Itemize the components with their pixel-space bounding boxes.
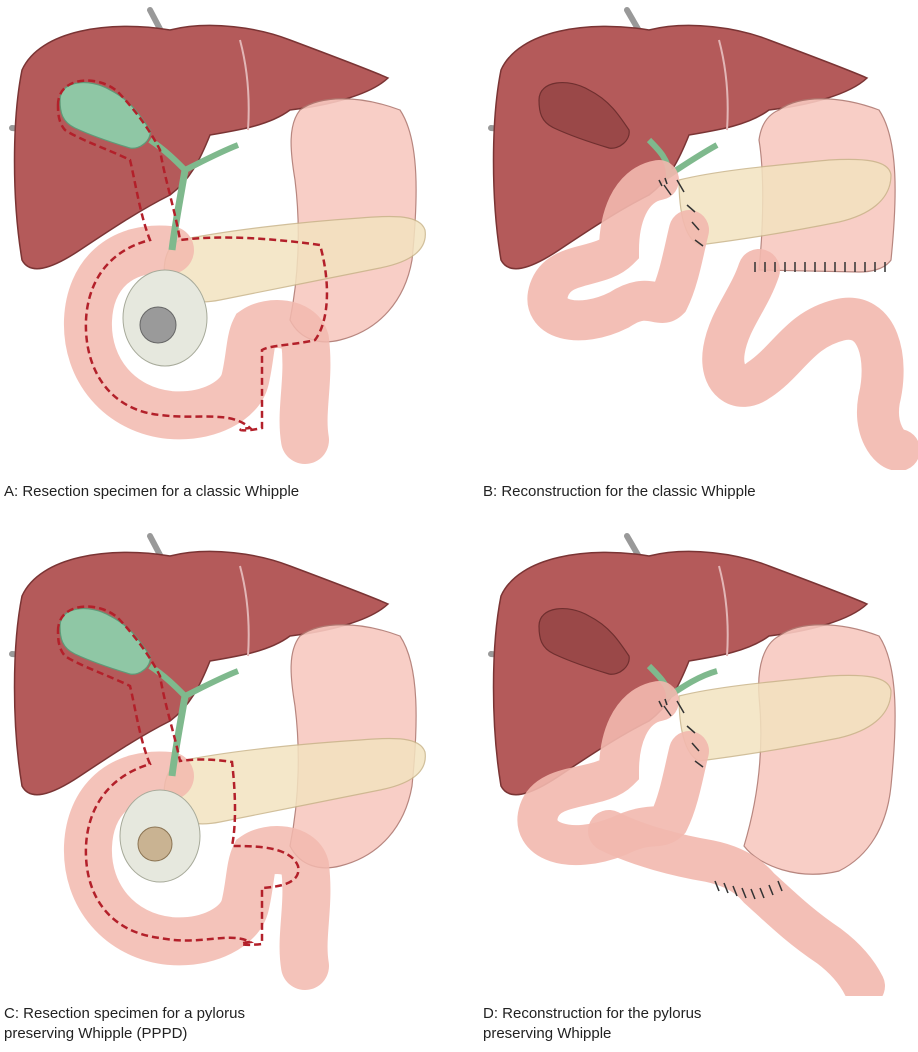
tumor: [140, 307, 176, 343]
caption-c-line-2: preserving Whipple (PPPD): [4, 1024, 245, 1044]
caption-c-line-1: C: Resection specimen for a pylorus: [4, 1004, 245, 1024]
caption-b: B: Reconstruction for the classic Whippl…: [483, 482, 756, 502]
caption-b-line-1: B: Reconstruction for the classic Whippl…: [483, 482, 756, 502]
caption-d-line-1: D: Reconstruction for the pylorus: [483, 1004, 701, 1024]
caption-d-line-2: preserving Whipple: [483, 1024, 701, 1044]
pppd-resection-illustration: [0, 526, 459, 996]
panel-a-classic-resection: A: Resection specimen for a classic Whip…: [0, 0, 459, 526]
panel-b-classic-reconstruction: B: Reconstruction for the classic Whippl…: [459, 0, 918, 526]
caption-d: D: Reconstruction for the pylorus preser…: [483, 1004, 701, 1044]
caption-c: C: Resection specimen for a pylorus pres…: [4, 1004, 245, 1044]
efferent-jejunum: [723, 270, 899, 450]
classic-whipple-reconstruction-illustration: [459, 0, 918, 470]
panel-c-pppd-resection: C: Resection specimen for a pylorus pres…: [0, 526, 459, 1052]
caption-a-line-1: A: Resection specimen for a classic Whip…: [4, 482, 299, 502]
caption-a: A: Resection specimen for a classic Whip…: [4, 482, 299, 502]
pppd-reconstruction-illustration: [459, 526, 918, 996]
tumor: [138, 827, 172, 861]
panel-d-pppd-reconstruction: D: Reconstruction for the pylorus preser…: [459, 526, 918, 1052]
classic-whipple-resection-illustration: [0, 0, 459, 470]
